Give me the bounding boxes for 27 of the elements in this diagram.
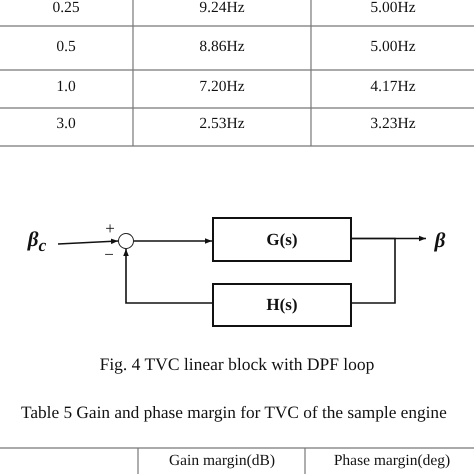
table-value: 3.0 xyxy=(56,115,76,133)
summing-junction xyxy=(118,233,134,249)
connector-line xyxy=(352,238,396,304)
figure-caption: Fig. 4 TVC linear block with DPF loop xyxy=(100,354,374,375)
column-header: Gain margin(dB) xyxy=(168,452,276,470)
block-box: H(s) xyxy=(212,283,352,327)
table-value: 5.00Hz xyxy=(370,0,416,17)
column-header: Phase margin(deg) xyxy=(334,452,450,470)
plus-sign: + xyxy=(105,219,115,239)
arrow xyxy=(123,249,212,304)
minus-sign: − xyxy=(104,245,114,265)
signal-label: β xyxy=(428,228,452,252)
table-value: 3.23Hz xyxy=(370,115,416,133)
table-value: 7.20Hz xyxy=(199,78,245,96)
table-value: 4.17Hz xyxy=(370,78,416,96)
block-box: G(s) xyxy=(212,217,352,262)
table-value: 0.5 xyxy=(56,38,76,56)
table-title: Table 5 Gain and phase margin for TVC of the sample engine xyxy=(20,403,448,423)
table-value: 0.25 xyxy=(52,0,80,17)
table-value: 1.0 xyxy=(56,78,76,96)
table-value: 2.53Hz xyxy=(199,115,245,133)
table-value: 9.24Hz xyxy=(199,0,245,17)
table-value: 5.00Hz xyxy=(370,38,416,56)
signal-label: β$_{c}$ xyxy=(22,230,52,254)
arrow xyxy=(134,238,212,244)
table-value: 8.86Hz xyxy=(199,38,245,56)
arrow xyxy=(58,238,118,245)
